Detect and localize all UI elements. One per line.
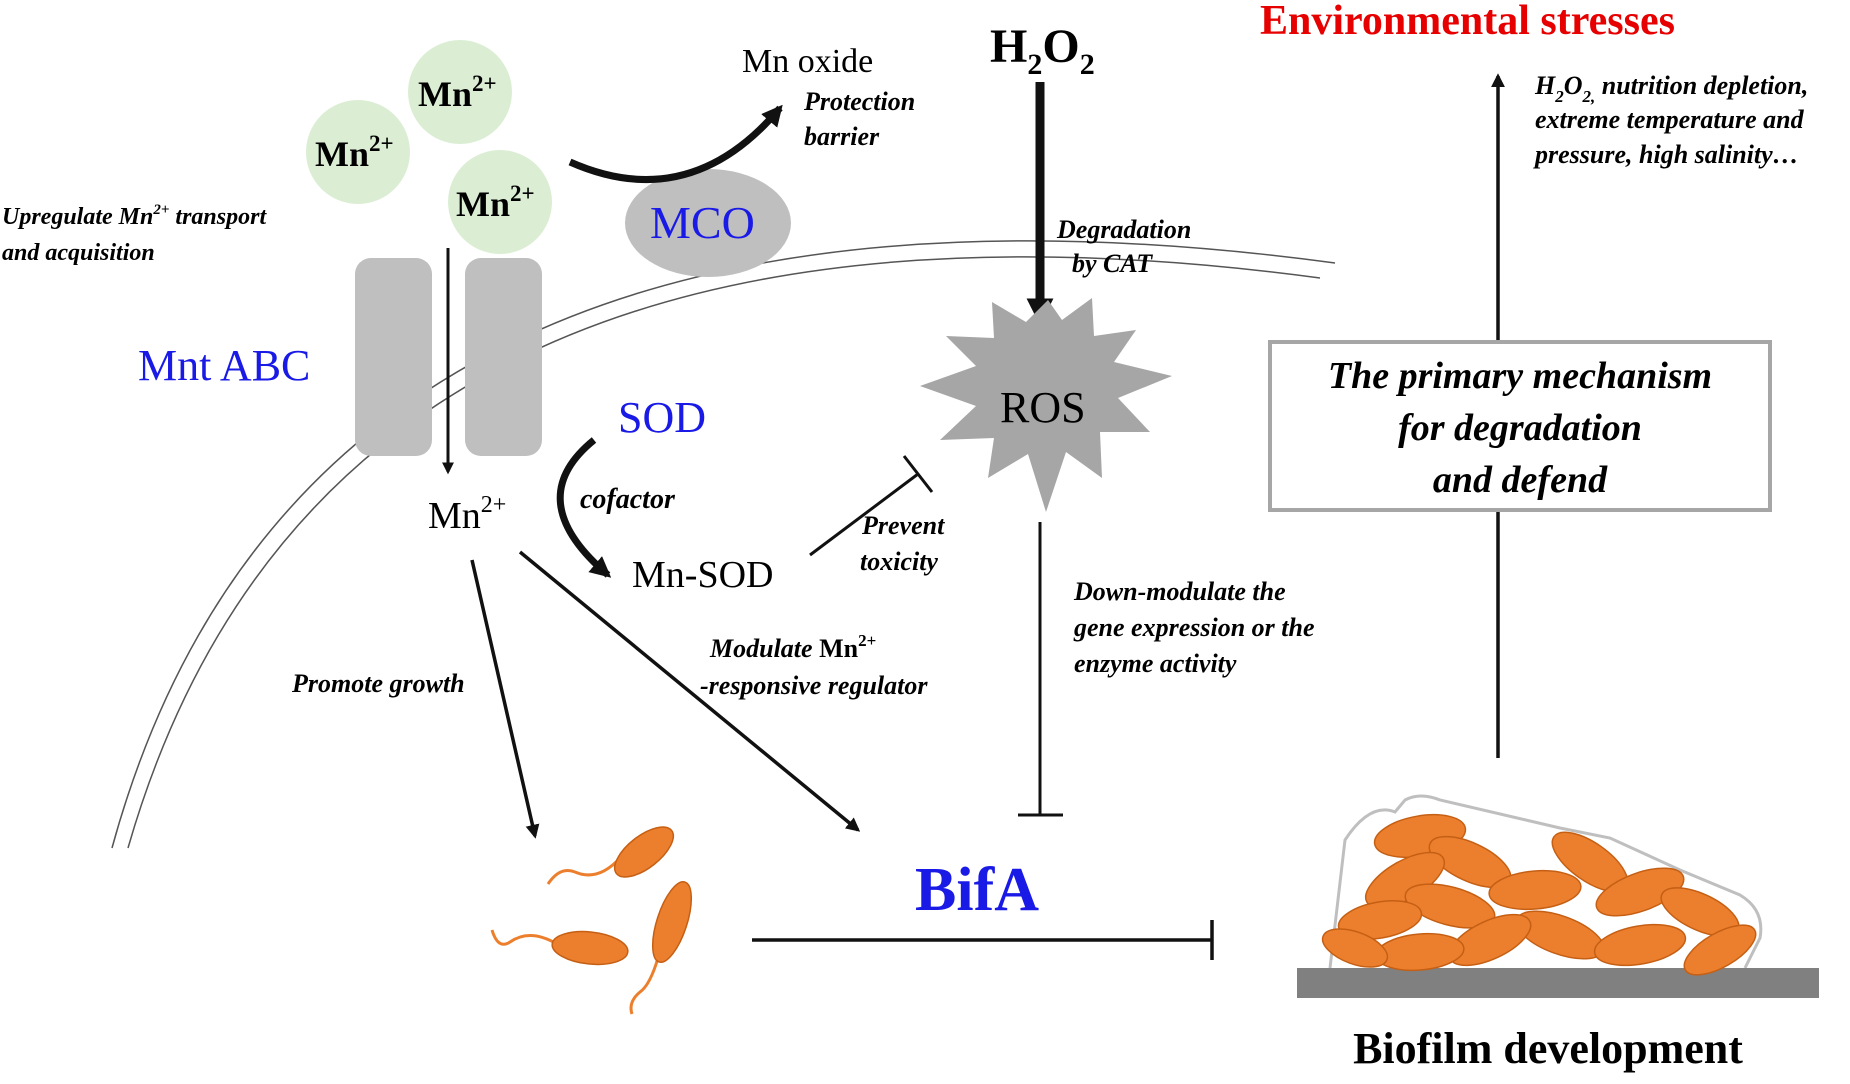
svg-text:and defend: and defend [1433, 459, 1608, 501]
mco-enzyme [625, 169, 791, 277]
prevent-toxicity-line [809, 472, 919, 557]
cofactor-label: cofactor [580, 484, 676, 515]
bifa-label: BifA [915, 856, 1039, 924]
mn-oxide-arrow [568, 104, 783, 183]
modulate-label-1: Modulate Mn2+ [709, 631, 876, 663]
prevent-toxicity-bar [902, 455, 934, 493]
cofactor-arrow [556, 437, 612, 578]
env-stress-line-3: pressure, high salinity… [1533, 140, 1799, 169]
prevent-label-2: toxicity [860, 547, 938, 576]
mn-oxide-label: Mn oxide [742, 43, 873, 80]
svg-text:The primary mechanism: The primary mechanism [1328, 355, 1712, 397]
svg-text:Mn2+: Mn2+ [456, 181, 535, 224]
promote-growth-arrow [470, 559, 540, 839]
mco-label: MCO [650, 197, 755, 248]
mn-ion-bubble-2: Mn2+ [306, 100, 410, 204]
mechanism-box: The primary mechanism for degradation an… [1268, 340, 1772, 512]
mn-ion-bubble-3: Mn2+ [448, 150, 552, 254]
env-stress-line-1: H2O2, nutrition depletion, [1534, 71, 1808, 106]
mnt-abc-transporter [355, 258, 542, 456]
protection-label-1: Protection [803, 87, 915, 116]
mn-sod-label: Mn-SOD [632, 554, 773, 596]
svg-text:Mn2+: Mn2+ [315, 131, 394, 174]
h2o2-label: H2O2 [990, 20, 1095, 81]
mn-ion-bubble-1: Mn2+ [408, 40, 512, 144]
mn-inside-label: Mn2+ [428, 492, 506, 537]
down-modulate-label-3: enzyme activity [1074, 649, 1237, 678]
protection-label-2: barrier [804, 122, 880, 151]
down-modulate-label-1: Down-modulate the [1073, 577, 1286, 606]
promote-growth-label: Promote growth [291, 669, 465, 698]
down-modulate-label-2: gene expression or the [1073, 613, 1315, 642]
svg-text:Mn2+: Mn2+ [418, 71, 497, 114]
svg-text:for degradation: for degradation [1398, 407, 1642, 449]
upregulate-label: Upregulate Mn2+ transport [2, 202, 267, 230]
ros-starburst [920, 298, 1172, 512]
cell-membrane [111, 240, 1336, 849]
environmental-stresses-title: Environmental stresses [1260, 0, 1675, 44]
mnt-abc-label: Mnt ABC [138, 341, 310, 390]
planktonic-bacteria [490, 826, 693, 1015]
ros-label: ROS [1000, 383, 1086, 432]
biofilm-illustration [1297, 794, 1819, 998]
degradation-label-1: Degradation [1056, 215, 1191, 244]
env-stress-line-2: extreme temperature and [1535, 105, 1805, 134]
modulate-arrow [518, 550, 861, 832]
acquisition-label: and acquisition [2, 240, 155, 266]
prevent-label-1: Prevent [861, 511, 945, 540]
biofilm-development-label: Biofilm development [1353, 1024, 1743, 1073]
sod-label: SOD [618, 393, 706, 442]
degradation-label-2: by CAT [1072, 249, 1153, 278]
modulate-label-2: -responsive regulator [700, 671, 928, 700]
